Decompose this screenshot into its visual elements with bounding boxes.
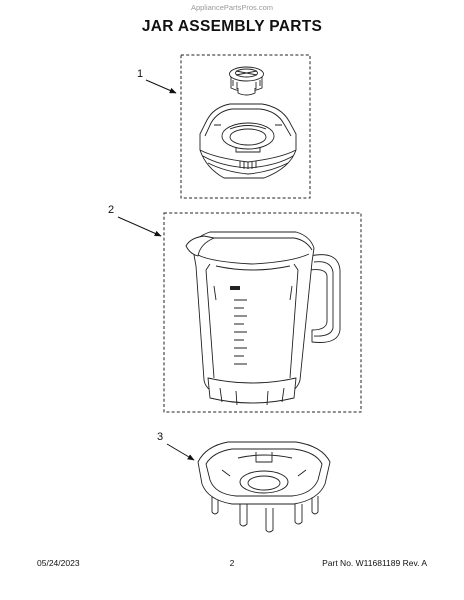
footer-page-number: 2 xyxy=(229,558,235,568)
page-title: JAR ASSEMBLY PARTS xyxy=(141,18,323,35)
jar-logo-mark xyxy=(230,286,240,290)
watermark: AppliancePartsPros.com xyxy=(190,3,274,12)
callout-1-label: 1 xyxy=(137,68,143,80)
footer-date: 05/24/2023 xyxy=(37,558,80,568)
footer-part-number: Part No. W11681189 Rev. A xyxy=(322,558,427,568)
part-1-boundary xyxy=(180,54,311,199)
callout-2[interactable]: 2 xyxy=(108,204,162,237)
callout-2-leader xyxy=(117,216,162,237)
lid[interactable] xyxy=(199,103,297,179)
callout-1-leader xyxy=(145,79,177,94)
jar-base-pad[interactable] xyxy=(197,441,331,533)
part-2-boundary xyxy=(163,212,362,413)
callout-1[interactable]: 1 xyxy=(137,68,177,94)
callout-3-leader xyxy=(166,443,195,461)
lid-plug[interactable] xyxy=(229,66,264,96)
callout-3[interactable]: 3 xyxy=(157,431,195,461)
blender-jar[interactable] xyxy=(185,231,341,406)
callout-3-label: 3 xyxy=(157,431,163,443)
callout-2-label: 2 xyxy=(108,204,114,216)
